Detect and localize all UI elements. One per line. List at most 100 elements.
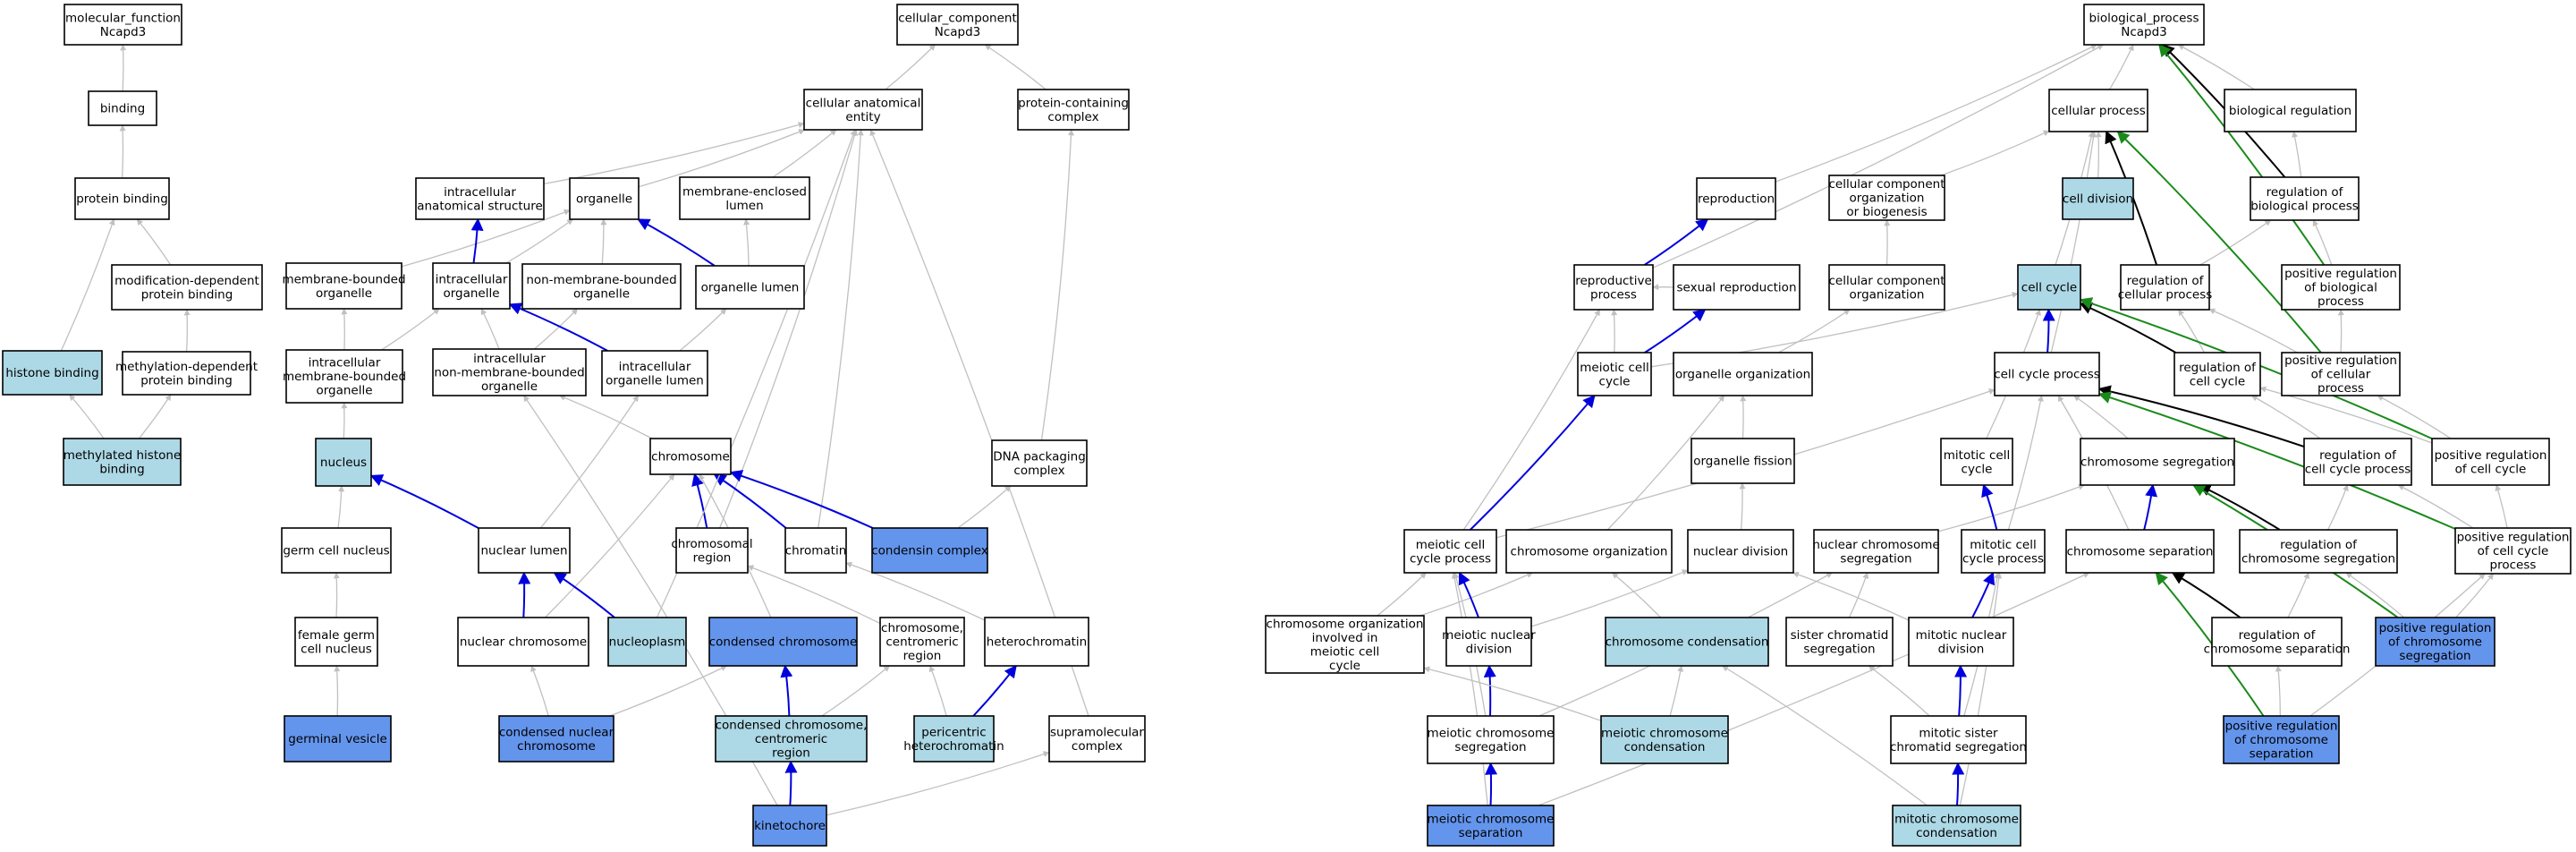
edge-nuclum-to-nucleus	[369, 474, 479, 529]
go-term-histone[interactable]: histone binding	[2, 350, 103, 396]
go-term-condchrom[interactable]: condensed chromosome	[708, 617, 858, 667]
go-term-ccp[interactable]: cell cycle process	[1994, 352, 2100, 396]
go-term-label: cellular process	[2051, 104, 2146, 118]
go-term-condensin[interactable]: condensin complex	[871, 527, 988, 574]
go-term-chromosome[interactable]: chromosome	[649, 438, 732, 475]
go-term-cellproc[interactable]: cellular process	[2048, 89, 2148, 132]
go-term-sexrep[interactable]: sexual reproduction	[1673, 264, 1801, 311]
go-term-repro[interactable]: reproduction	[1696, 177, 1776, 220]
go-term-protbind[interactable]: protein binding	[74, 177, 170, 220]
go-term-nucdiv[interactable]: nuclear division	[1687, 529, 1794, 574]
go-term-label: intracellular	[473, 352, 546, 366]
go-term-label: meiotic chromosome	[1601, 726, 1728, 740]
go-term-kinet[interactable]: kinetochore	[752, 805, 827, 847]
go-term-orgfis[interactable]: organelle fission	[1690, 438, 1795, 484]
go-term-label: process	[2490, 558, 2537, 573]
go-term-box	[1427, 805, 1555, 847]
go-term-nucchrom[interactable]: nuclear chromosome	[457, 617, 589, 667]
go-term-cellcycle[interactable]: cell cycle	[2017, 264, 2081, 311]
go-term-orgorg[interactable]: organelle organization	[1673, 352, 1813, 396]
go-term-nucleus[interactable]: nucleus	[315, 438, 372, 487]
go-term-box	[2454, 527, 2572, 575]
go-term-label: cell division	[2063, 192, 2133, 207]
go-term-ol[interactable]: organelle lumen	[695, 265, 805, 310]
go-term-bioreg[interactable]: biological regulation	[2224, 89, 2357, 132]
go-term-gcn[interactable]: germ cell nucleus	[281, 527, 392, 574]
edge-inmbo-to-io	[480, 308, 500, 350]
go-term-chromseg[interactable]: chromosome segregation	[2080, 438, 2235, 486]
go-term-chromorg[interactable]: chromosome organization	[1505, 529, 1673, 574]
go-term-label: mitotic cell	[1944, 448, 2010, 463]
go-term-nuclum[interactable]: nuclear lumen	[478, 527, 571, 574]
edge-chromatin-to-chromosome	[713, 473, 787, 529]
go-term-organelle[interactable]: organelle	[569, 177, 640, 220]
go-term-label: germinal vesicle	[288, 732, 387, 746]
go-term-nucleoplasm[interactable]: nucleoplasm	[607, 617, 687, 667]
go-term-chromcond[interactable]: chromosome condensation	[1605, 617, 1769, 667]
edge-mitchromcond-to-chromcond	[1722, 665, 1928, 806]
edge-posregccp-to-ccp	[2097, 391, 2456, 530]
go-term-chromatin[interactable]: chromatin	[784, 527, 847, 574]
go-term-hetero[interactable]: heterochromatin	[984, 617, 1089, 667]
edge-coimc-to-meiccp	[1377, 572, 1427, 617]
go-term-celldiv[interactable]: cell division	[2062, 177, 2134, 220]
go-term-inmbo[interactable]: intracellularnon-membrane-boundedorganel…	[432, 348, 587, 396]
go-term-binding[interactable]: binding	[88, 90, 157, 126]
go-term-label: lumen	[725, 199, 763, 213]
go-term-chromsep[interactable]: chromosome separation	[2065, 529, 2215, 574]
go-term-gv[interactable]: germinal vesicle	[284, 715, 392, 763]
